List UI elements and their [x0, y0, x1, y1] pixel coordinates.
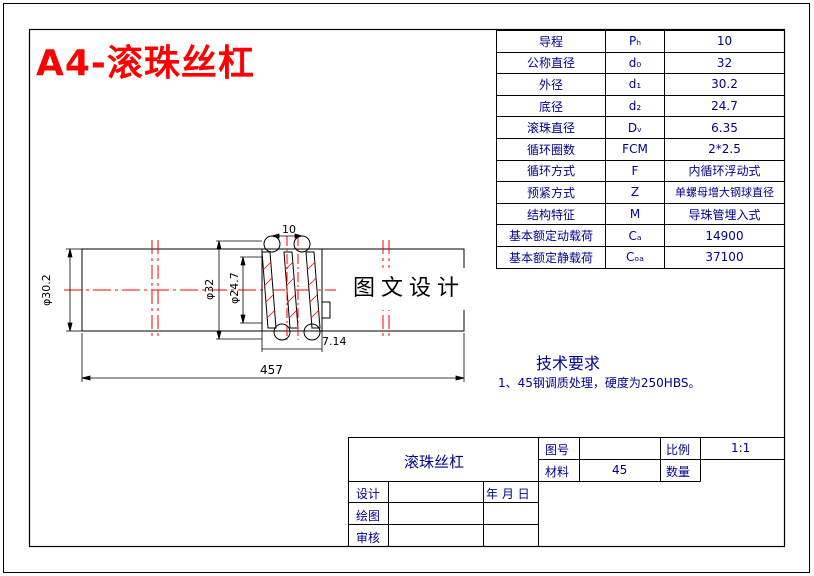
design-label: 设计 [356, 487, 381, 501]
part-name: 滚珠丝杠 [404, 453, 465, 471]
param-symbol: Cₒₐ [605, 245, 665, 269]
dimension-lines [66, 233, 465, 382]
title-block-grid [348, 437, 785, 547]
material-label: 材料 [545, 465, 570, 479]
param-value: 2*2.5 [664, 137, 785, 161]
param-symbol: F [605, 159, 665, 183]
outer-border [3, 3, 810, 573]
param-name: 公称直径 [496, 51, 606, 75]
param-value: 10 [664, 30, 785, 53]
param-symbol: d₀ [605, 51, 665, 75]
thread-hatching [261, 251, 321, 329]
watermark-label: 图文设计 [336, 268, 482, 310]
scale-label: 比例 [666, 443, 691, 457]
drawing-no-label: 图号 [545, 443, 570, 457]
param-value: 32 [664, 51, 785, 75]
param-symbol: M [605, 202, 665, 226]
param-symbol: Z [605, 181, 665, 204]
dim-outer-diameter: φ30.2 [40, 274, 53, 306]
dim-root-diameter: φ24.7 [228, 272, 241, 304]
param-name: 滚珠直径 [496, 116, 606, 139]
quantity-label: 数量 [666, 465, 691, 479]
param-name: 预紧方式 [496, 181, 606, 204]
drawing-title: A4-滚珠丝杠 [36, 43, 255, 84]
param-symbol: d₂ [605, 94, 665, 118]
drawn-label: 绘图 [356, 509, 381, 523]
dim-nominal-diameter: φ32 [203, 278, 216, 300]
param-name: 基本额定动载荷 [496, 224, 606, 247]
param-symbol: Dᵥ [605, 116, 665, 139]
param-symbol: Cₐ [605, 224, 665, 247]
param-value: 6.35 [664, 116, 785, 139]
param-value: 24.7 [664, 94, 785, 118]
scale-value: 1:1 [731, 441, 751, 455]
param-value: 14900 [664, 224, 785, 247]
param-name: 外径 [496, 73, 606, 96]
check-label: 审核 [356, 531, 381, 545]
param-name: 循环方式 [496, 159, 606, 183]
param-value: 单螺母增大钢球直径 [664, 181, 785, 204]
param-value: 37100 [664, 245, 785, 269]
param-value: 30.2 [664, 73, 785, 96]
param-name: 结构特征 [496, 202, 606, 226]
param-symbol: FCM [605, 137, 665, 161]
param-name: 底径 [496, 94, 606, 118]
tech-requirements-note: 1、45钢调质处理，硬度为250HBS。 [498, 376, 701, 390]
param-name: 导程 [496, 30, 606, 53]
shaft-drawing [64, 235, 480, 341]
param-name: 基本额定静载荷 [496, 245, 606, 269]
param-name: 循环圈数 [496, 137, 606, 161]
date-label: 年 月 日 [486, 487, 530, 501]
dim-length: 457 [260, 363, 283, 377]
param-symbol: d₁ [605, 73, 665, 96]
tech-requirements-title: 技术要求 [536, 354, 601, 373]
material-value: 45 [612, 463, 628, 477]
param-value: 内循环浮动式 [664, 159, 785, 183]
dim-lead: 10 [282, 223, 296, 236]
dim-groove: 7.14 [322, 335, 347, 348]
param-value: 导珠管埋入式 [664, 202, 785, 226]
param-symbol: Pₕ [605, 30, 665, 53]
